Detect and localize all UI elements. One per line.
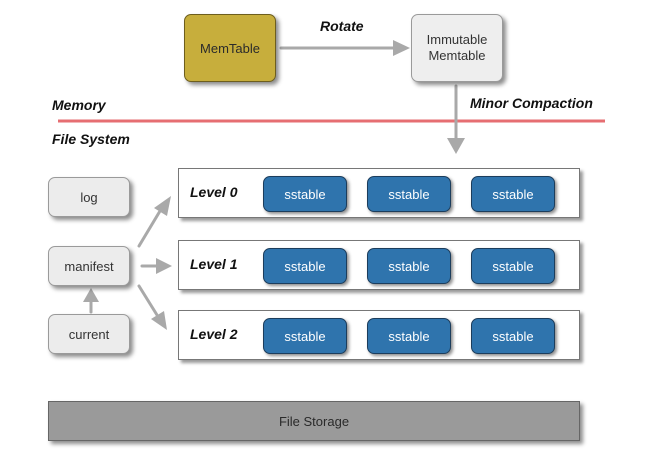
manifest-to-level1-arrow — [140, 258, 172, 274]
rotate-arrow — [279, 40, 410, 56]
sstable-label: sstable — [388, 186, 430, 202]
sstable-box: sstable — [263, 176, 347, 212]
manifest-to-level0-arrow — [137, 196, 171, 248]
sstable-box: sstable — [471, 248, 555, 284]
sstable-label: sstable — [284, 328, 326, 344]
sstable-box: sstable — [367, 176, 451, 212]
immutable-label-line1: Immutable — [426, 32, 488, 47]
sstable-box: sstable — [471, 176, 555, 212]
memtable-box: MemTable — [184, 14, 276, 82]
memtable-label: MemTable — [200, 40, 260, 56]
minor-compaction-arrow — [447, 84, 465, 154]
immutable-label-line2: Memtable — [428, 48, 486, 63]
level-1-label: Level 1 — [190, 256, 238, 272]
sstable-label: sstable — [388, 328, 430, 344]
sstable-label: sstable — [492, 186, 534, 202]
sstable-box: sstable — [367, 248, 451, 284]
minor-compaction-label: Minor Compaction — [470, 95, 593, 111]
memory-label: Memory — [52, 97, 106, 113]
sstable-box: sstable — [263, 318, 347, 354]
sstable-label: sstable — [388, 258, 430, 274]
sstable-label: sstable — [284, 186, 326, 202]
sstable-box: sstable — [263, 248, 347, 284]
current-file-box: current — [48, 314, 130, 354]
file-system-label: File System — [52, 131, 130, 147]
sstable-box: sstable — [471, 318, 555, 354]
level-0-label: Level 0 — [190, 184, 238, 200]
current-label: current — [68, 326, 110, 342]
file-storage-box: File Storage — [48, 401, 580, 441]
level-0-row: Level 0 sstable sstable sstable — [178, 168, 580, 218]
sstable-label: sstable — [284, 258, 326, 274]
log-label: log — [80, 189, 98, 205]
manifest-label: manifest — [64, 258, 114, 274]
manifest-to-level2-arrow — [137, 284, 167, 330]
rotate-label: Rotate — [320, 18, 364, 34]
level-2-row: Level 2 sstable sstable sstable — [178, 310, 580, 360]
sstable-box: sstable — [367, 318, 451, 354]
file-storage-label: File Storage — [278, 413, 350, 429]
manifest-file-box: manifest — [48, 246, 130, 286]
current-to-manifest-arrow — [83, 288, 99, 314]
sstable-label: sstable — [492, 328, 534, 344]
level-1-row: Level 1 sstable sstable sstable — [178, 240, 580, 290]
level-2-label: Level 2 — [190, 326, 238, 342]
log-file-box: log — [48, 177, 130, 217]
sstable-label: sstable — [492, 258, 534, 274]
immutable-memtable-box: Immutable Memtable — [411, 14, 503, 82]
